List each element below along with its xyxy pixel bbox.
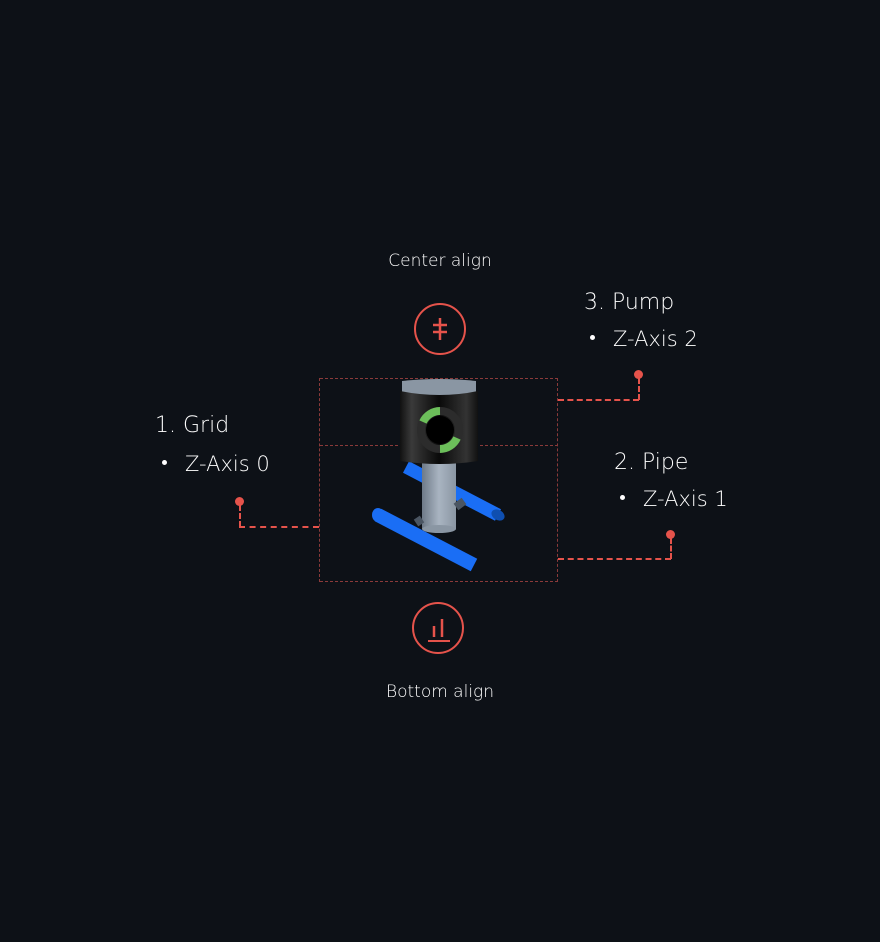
bottom-align-button[interactable] [412, 602, 464, 654]
pipe-layer-title: 2. Pipe [614, 450, 689, 475]
pipe-zaxis-text: Z-Axis 1 [643, 487, 728, 511]
pump-layer-zaxis: Z-Axis 2 [590, 327, 698, 351]
pipe-callout-dot [666, 530, 675, 539]
pump-callout-line-h [558, 399, 639, 401]
bbox-left [319, 378, 320, 582]
bbox-bottom [320, 581, 558, 582]
pump-callout-dot [634, 370, 643, 379]
bullet-icon [620, 494, 625, 500]
bullet-icon [590, 334, 595, 340]
center-align-button[interactable] [414, 303, 466, 355]
grid-layer-zaxis: Z-Axis 0 [162, 452, 270, 476]
bottom-align-label: Bottom align [385, 682, 495, 702]
pump-layer-title: 3. Pump [584, 290, 675, 315]
bottom-align-icon [428, 619, 450, 642]
bullet-icon [162, 459, 167, 465]
pump-illustration [372, 379, 505, 572]
grid-callout-dot [235, 497, 244, 506]
pipe-layer-zaxis: Z-Axis 1 [620, 487, 728, 511]
grid-zaxis-text: Z-Axis 0 [185, 452, 270, 476]
center-align-icon [433, 318, 447, 340]
grid-callout-line-v [239, 505, 241, 527]
pipe-front [374, 508, 478, 572]
pump-zaxis-text: Z-Axis 2 [613, 327, 698, 351]
bbox-right [557, 378, 558, 582]
pipe-callout-line-v [670, 538, 672, 559]
grid-callout-line-h [239, 526, 319, 528]
pipe-callout-line-h [558, 558, 671, 560]
bbox-top [320, 378, 558, 379]
pump-callout-line-v [638, 378, 640, 400]
grid-layer-title: 1. Grid [155, 413, 230, 438]
center-align-label: Center align [388, 251, 492, 271]
